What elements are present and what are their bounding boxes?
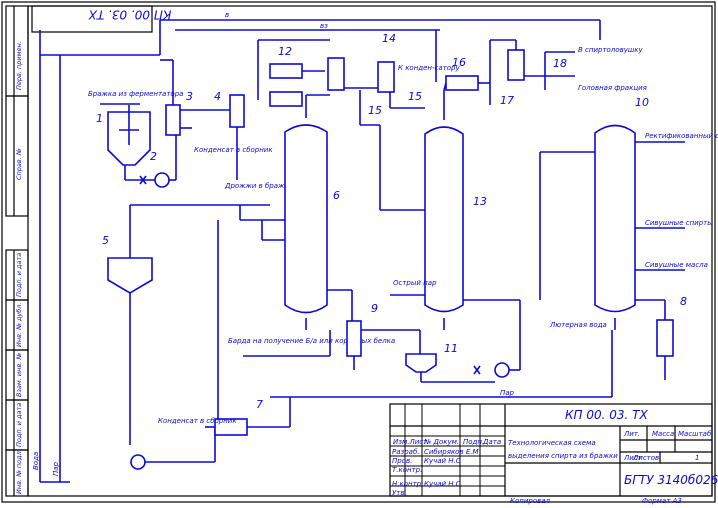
side-label-3: Инв. № дубл. — [15, 303, 23, 347]
eq-num-14: 14 — [382, 32, 396, 45]
equipment-1-fermenter: 1 Бражка из ферментатора — [88, 90, 183, 181]
scale-label: Масштаб — [678, 430, 712, 438]
side-label-0: Перв. примен. — [15, 41, 23, 90]
eq-num-4: 4 — [214, 90, 221, 103]
role-utv: Утв. — [392, 489, 407, 497]
eq-num-12: 12 — [278, 45, 292, 58]
eq-num-8: 8 — [680, 295, 687, 308]
eq-num-17: 17 — [500, 94, 514, 107]
side-label-2: Подп. и дата — [15, 253, 23, 297]
copied-label: Копировал — [510, 497, 551, 505]
eq-num-2: 2 — [150, 150, 157, 163]
equipment-12-condenser: 12 — [257, 39, 330, 107]
sheet-label: Лист — [623, 454, 643, 462]
role-nkontr: Н.контр. — [392, 480, 423, 488]
equipment-17-separator: 17 — [489, 39, 545, 107]
eq-num-1: 1 — [96, 112, 103, 125]
side-label-5: Подп. и дата — [15, 403, 23, 447]
title-block: Изм.Лист № Докум. Подп. Дата Разраб. Про… — [389, 403, 718, 505]
th-podp: Подп. — [463, 438, 484, 446]
mass-label: Масса — [652, 430, 674, 438]
side-label-1: Справ. № — [15, 148, 23, 180]
equipment-3-heater: 3 Конденсат в сборник — [160, 59, 273, 154]
utility-lines: в вз Пар Вода Пар — [32, 11, 612, 483]
name-2: Кучай Н.С — [424, 480, 461, 488]
equipment-9-vessel: 9 — [346, 290, 420, 370]
label-v-spirtolovushku: В спиртоловушку — [578, 46, 643, 54]
label-kondensat2: Конденсат в сборник — [158, 417, 237, 425]
eq-num-16: 16 — [452, 56, 466, 69]
th-date: Дата — [482, 438, 501, 446]
interconnect-lines — [243, 20, 613, 397]
label-barda: Барда на получение Б/а или кормовых белк… — [228, 337, 395, 345]
th-izm: Изм.Лист — [393, 438, 428, 446]
name-1: Кучай Н.С — [424, 457, 461, 465]
label-v-kondensatoru: К конден-сатору — [398, 64, 460, 72]
label-sivush-spirt: Сивушные спирты — [645, 219, 713, 227]
label-golovn: Головная фракция — [578, 84, 647, 92]
eq-num-7: 7 — [256, 398, 263, 411]
label-v-line: в — [225, 11, 229, 19]
eq-num-3: 3 — [186, 90, 193, 103]
label-brazhka: Бражка из ферментатора — [88, 90, 183, 98]
equipment-13-column: 13 Острый пар — [380, 90, 520, 330]
eq-num-18: 18 — [553, 57, 567, 70]
org-code: БГТУ 3140б026 % — [624, 473, 718, 487]
equipment-6-column: 6 Барда на получение Б/а или кормовых бе… — [228, 95, 395, 345]
eq-num-15b: 15 — [368, 104, 382, 117]
equipment-2-pump: 2 — [139, 135, 177, 188]
eq-num-13: 13 — [473, 195, 487, 208]
role-razrab: Разраб. — [392, 448, 420, 456]
eq-num-11: 11 — [444, 342, 458, 355]
equipment-16-condenser: 16 — [435, 30, 490, 91]
title-code: КП 00. 03. ТХ — [565, 408, 648, 422]
side-label-4: Взам. инв. № — [15, 353, 23, 397]
sheets-label: Листов — [632, 454, 659, 462]
format-label: Формат А3 — [642, 497, 682, 505]
label-par: Пар — [52, 461, 60, 476]
equipment-7-exchanger: 7 Конденсат в сборник — [158, 220, 291, 436]
label-ostry-par: Острый пар — [393, 279, 437, 287]
equipment-11-collector: 11 Лютерная вода — [405, 300, 607, 383]
equipment-10-column: 10 Ректификованный спирт Сивушные спирты… — [539, 96, 718, 330]
role-tkontr: Т.контр. — [392, 466, 422, 474]
name-0: Сибиряков Е.М — [424, 448, 479, 456]
label-vz-line: вз — [320, 22, 328, 30]
eq-num-10: 10 — [635, 96, 649, 109]
side-label-6: Инв. № подл. — [15, 449, 23, 494]
label-par-bottom: Пар — [500, 389, 515, 397]
equipment-5-tank: 5 — [102, 204, 270, 470]
top-stamp-code: КП 00. 03. ТХ — [88, 8, 171, 22]
equipment-8-vessel: 8 — [635, 295, 687, 380]
title-line1: Технологическая схема — [508, 439, 596, 447]
title-line2: выделения спирта из бражки — [508, 452, 618, 460]
equipment-4-separator: 4 Дрожжи в бражку — [180, 90, 294, 190]
equipment-18-valve: 18 В спиртоловушку Головная фракция — [544, 46, 647, 92]
equipment-15-line: 15 15 — [359, 90, 425, 125]
lit-label: Лит. — [623, 430, 640, 438]
label-drozhzhi: Дрожжи в бражку — [224, 182, 294, 190]
th-doc: № Докум. — [423, 438, 459, 446]
side-strip: Перв. примен. Справ. № Подп. и дата Инв.… — [5, 5, 29, 497]
label-sivush-maslo: Сивушные масла — [645, 261, 708, 269]
label-kondensat1: Конденсат в сборник — [194, 146, 273, 154]
eq-num-15: 15 — [408, 90, 422, 103]
top-stamp-box — [31, 5, 153, 33]
sheets-count: 1 — [695, 454, 699, 462]
eq-num-6: 6 — [333, 189, 340, 202]
eq-num-5: 5 — [102, 234, 109, 247]
equipment-14-condenser: 14 К конден-сатору — [327, 32, 460, 93]
role-prov: Пров. — [392, 457, 412, 465]
eq-num-9: 9 — [371, 302, 378, 315]
label-voda: Вода — [32, 452, 40, 470]
label-rektif: Ректификованный спирт — [645, 132, 718, 140]
label-lyuter: Лютерная вода — [549, 321, 607, 329]
